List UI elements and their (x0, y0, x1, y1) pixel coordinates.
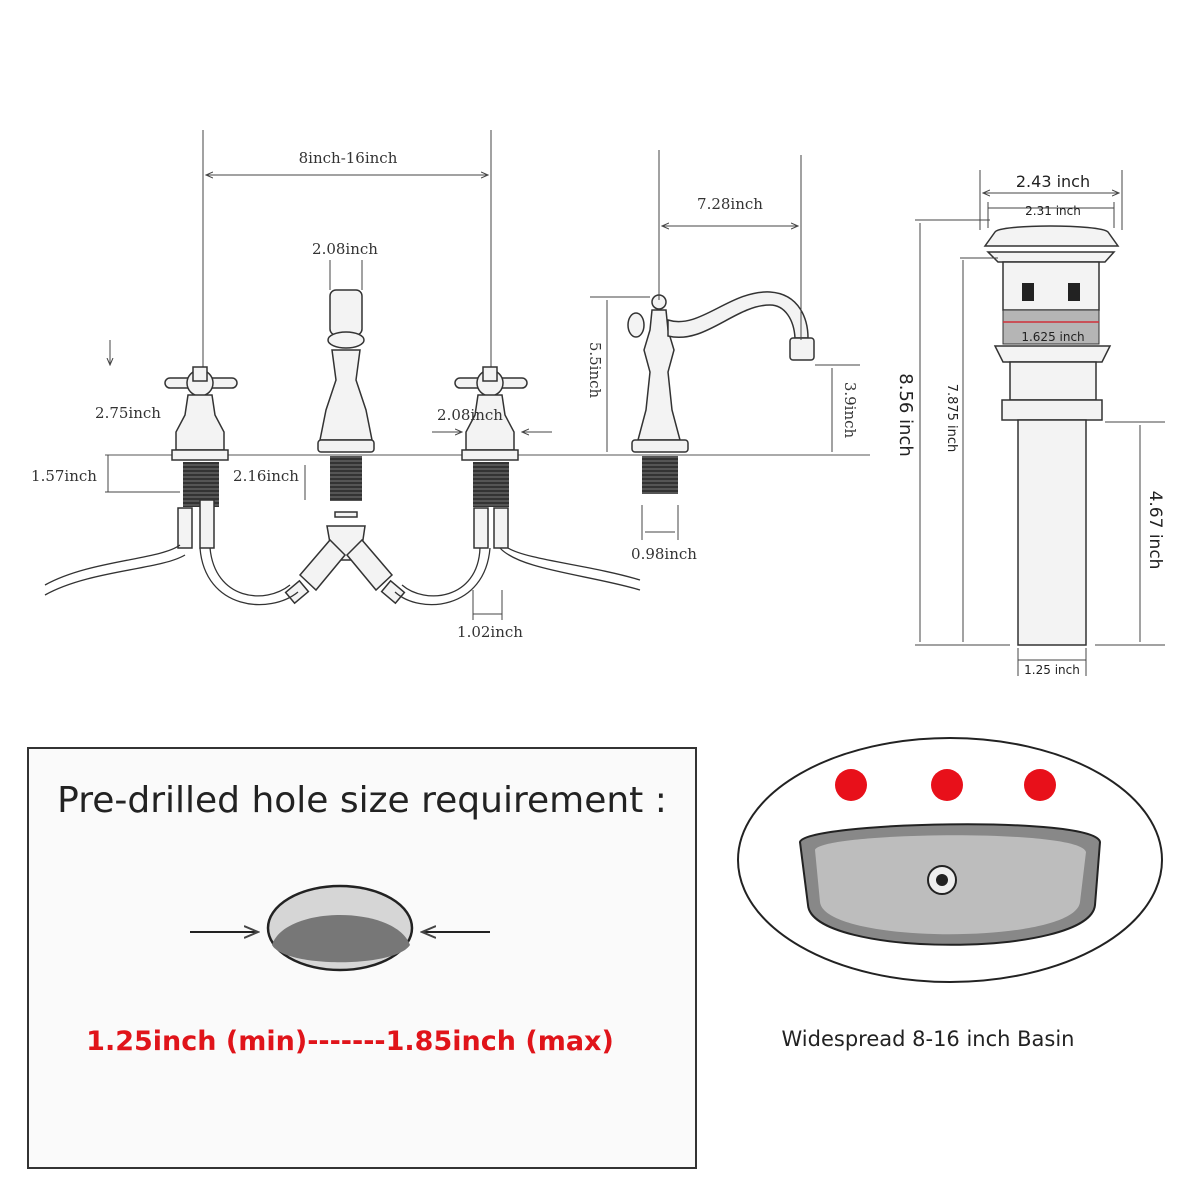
hole-size-range: 1.25inch (min)-------1.85inch (max) (86, 1026, 614, 1057)
spout-body (317, 289, 375, 561)
handle-width-label: 2.08inch (437, 406, 503, 424)
spout-body-width-label: 2.08inch (312, 240, 378, 258)
basin-hole-center (931, 769, 963, 801)
spout-shank-length-label: 2.16inch (233, 467, 299, 485)
right-handle (454, 366, 528, 549)
spout-outlet-height-label: 3.9inch (841, 382, 859, 439)
basin-drawing: Widespread 8-16 inch Basin (737, 737, 1163, 1051)
drain-drawing: 2.43 inch 2.31 inch 1.625 inch 8.56 inch… (895, 170, 1165, 677)
hole-panel-title: Pre-drilled hole size requirement : (57, 780, 667, 821)
inner-cap-diameter-label: 2.31 inch (1025, 204, 1081, 218)
spread-label: 8inch-16inch (299, 149, 398, 167)
tailpiece-diameter-label: 1.25 inch (1024, 663, 1080, 677)
spout-height-label: 5.5inch (586, 342, 604, 399)
body-diameter-label: 1.625 inch (1021, 330, 1084, 344)
basin-hole-right (1024, 769, 1056, 801)
basin-caption: Widespread 8-16 inch Basin (782, 1027, 1075, 1051)
total-height-label: 8.56 inch (895, 373, 916, 457)
spout-reach-label: 7.28inch (697, 195, 763, 213)
spout-shank-diameter-label: 0.98inch (631, 545, 697, 563)
handle-shank-length-label: 1.57inch (31, 467, 97, 485)
spout (627, 291, 815, 494)
cap-diameter-label: 2.43 inch (1016, 172, 1090, 191)
basin-hole-left (835, 769, 867, 801)
left-handle (164, 366, 238, 549)
handle-shank-diameter-label: 1.02inch (457, 623, 523, 641)
faucet-drawing: 8inch-16inch 2.08inch 2.75inch 1.57inch (31, 130, 870, 641)
handle-height-label: 2.75inch (95, 404, 161, 422)
max-size: 1.85inch (max) (386, 1026, 614, 1057)
min-size: 1.25inch (min) (86, 1026, 307, 1057)
hole-size-panel: Pre-drilled hole size requirement : 1.25… (27, 747, 697, 1169)
tailpiece-height-label: 4.67 inch (1145, 491, 1165, 570)
range-separator: ------- (307, 1026, 385, 1057)
body-height-label: 7.875 inch (944, 384, 959, 453)
